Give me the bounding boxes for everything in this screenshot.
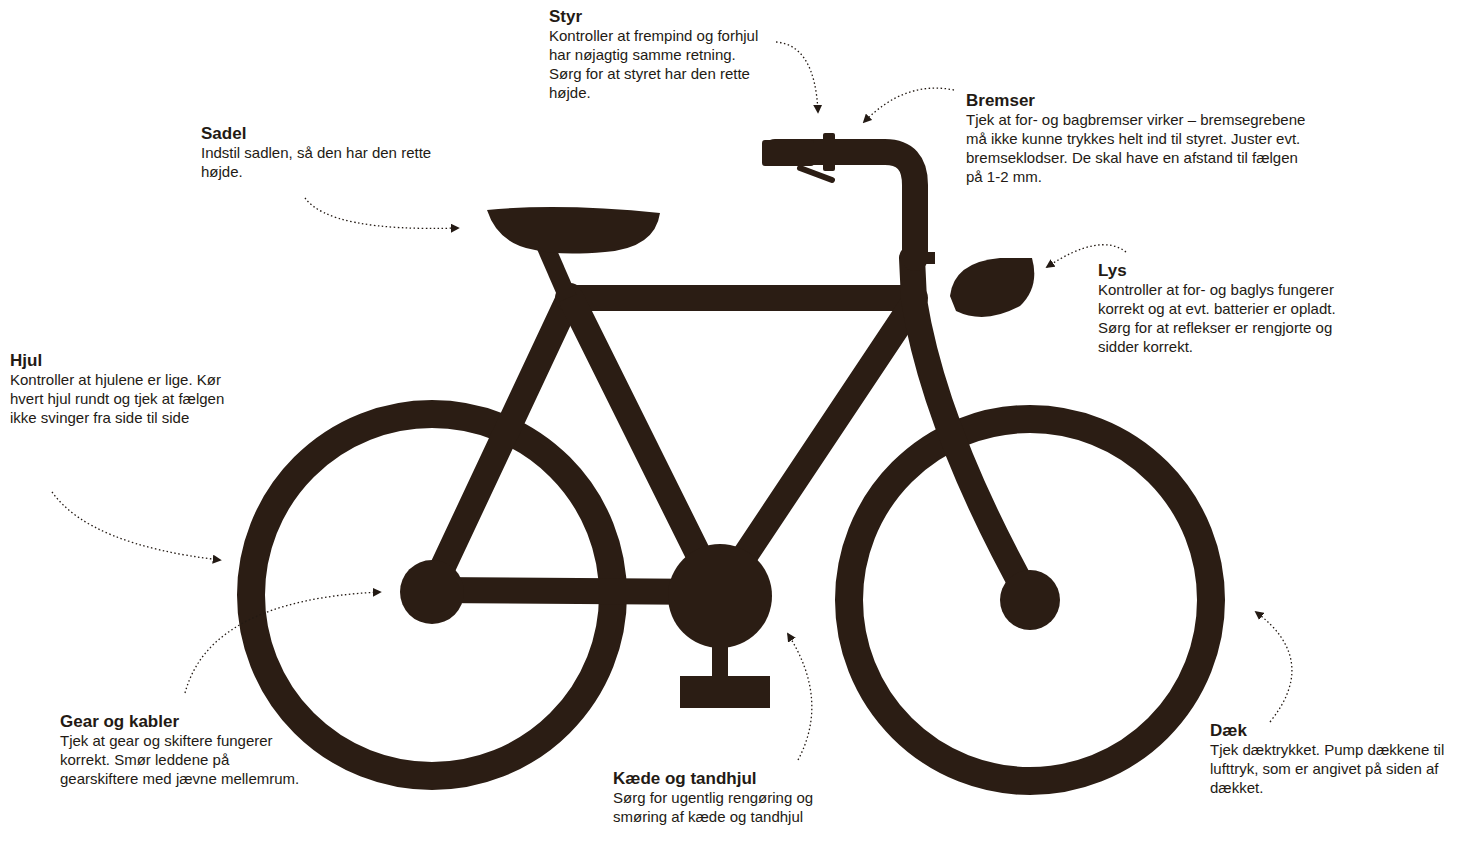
front-hub [1000,570,1060,630]
handle-grip [762,140,814,166]
saddle [487,207,660,253]
leader-line [776,42,818,112]
stem-collar [901,252,935,264]
callout-text: Indstil sadlen, så den har den rette høj… [201,144,436,182]
callout-text: Tjek at gear og skiftere fungerer korrek… [60,732,310,788]
callout-group: StyrKontroller at frempind og forhjul ha… [549,6,764,102]
leader-line [1256,612,1292,722]
leader-line [788,634,812,760]
callout-heading: Styr [549,6,764,27]
callout-heading: Kæde og tandhjul [613,768,868,789]
callout-heading: Bremser [966,90,1316,111]
callout-heading: Lys [1098,260,1358,281]
leader-line [185,592,380,693]
pedal [680,676,770,708]
callout-text: Kontroller at for- og baglys fungerer ko… [1098,281,1358,356]
callout-heading: Sadel [201,123,436,144]
callout-group: Gear og kablerTjek at gear og skiftere f… [60,711,310,789]
callout-group: HjulKontroller at hjulene er lige. Kør h… [10,350,250,428]
callout-text: Kontroller at hjulene er lige. Kør hvert… [10,371,250,427]
callout-group: Kæde og tandhjulSørg for ugentlig rengør… [613,768,868,827]
leader-line [52,492,220,560]
callout-heading: Gear og kabler [60,711,310,732]
frame [432,152,1030,600]
callout-heading: Dæk [1210,720,1458,741]
front-wheel [849,419,1211,781]
crank-arm [712,630,728,680]
brake-lever [823,133,835,171]
rear-hub [400,560,464,624]
callout-group: SadelIndstil sadlen, så den har den rett… [201,123,436,182]
callout-group: BremserTjek at for- og bagbremser virker… [966,90,1316,186]
callout-heading: Hjul [10,350,250,371]
callout-text: Tjek dæktrykket. Pump dækkene til lufttr… [1210,741,1458,797]
callout-text: Sørg for ugentlig rengøring og smøring a… [613,789,868,827]
callout-group: DækTjek dæktrykket. Pump dækkene til luf… [1210,720,1458,798]
leader-line [305,198,458,228]
callout-text: Kontroller at frempind og forhjul har nø… [549,27,764,102]
lamp [950,258,1034,317]
callout-group: LysKontroller at for- og baglys fungerer… [1098,260,1358,356]
leader-line [864,88,954,122]
callout-text: Tjek at for- og bagbremser virker – brem… [966,111,1316,186]
